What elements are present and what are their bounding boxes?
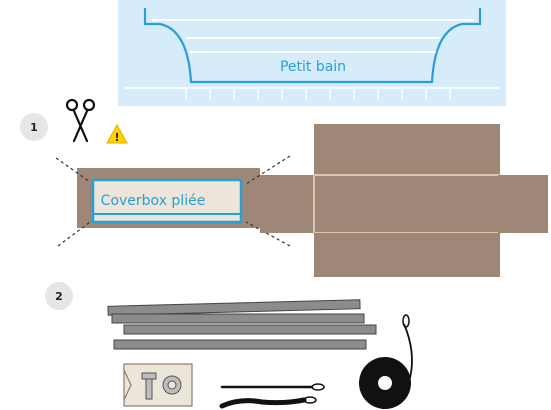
warning-symbol: ! xyxy=(114,131,119,144)
pool-floor-ticks xyxy=(185,88,451,100)
metal-bar xyxy=(113,339,367,350)
pool-outline xyxy=(143,8,482,84)
metal-bar xyxy=(111,313,365,324)
step-2: 2 xyxy=(45,282,413,409)
step-2-badge xyxy=(45,282,73,310)
coverbox-unfolded xyxy=(260,124,548,277)
cut-marks xyxy=(55,155,291,247)
step-2-number: 2 xyxy=(55,290,63,303)
scissors-icon xyxy=(65,98,96,143)
tape-roll-icon xyxy=(359,314,413,409)
step-1-number: 1 xyxy=(30,121,38,134)
coverbox-center xyxy=(313,174,501,234)
coverbox-left-flap xyxy=(260,175,316,233)
nut-icon xyxy=(162,375,182,395)
coverbox-right-flap xyxy=(498,175,548,233)
rope-cord-icon xyxy=(219,383,325,409)
coverbox-bottom-flap xyxy=(314,233,500,277)
hardware-bag-icon xyxy=(123,363,193,407)
metal-bar xyxy=(107,299,361,316)
metal-bars xyxy=(107,299,377,350)
warning-icon: ! xyxy=(106,123,128,144)
step-1: 1 ! Coverbox pliée xyxy=(20,98,548,277)
bolt-icon xyxy=(141,372,157,400)
coverbox-label: Coverbox pliée xyxy=(101,193,206,209)
metal-bar xyxy=(123,324,377,335)
pool-shallow-end: Petit bain xyxy=(118,0,506,106)
coverbox-top-flap xyxy=(314,124,500,175)
step-1-badge xyxy=(20,113,48,141)
pool-label: Petit bain xyxy=(280,59,346,75)
